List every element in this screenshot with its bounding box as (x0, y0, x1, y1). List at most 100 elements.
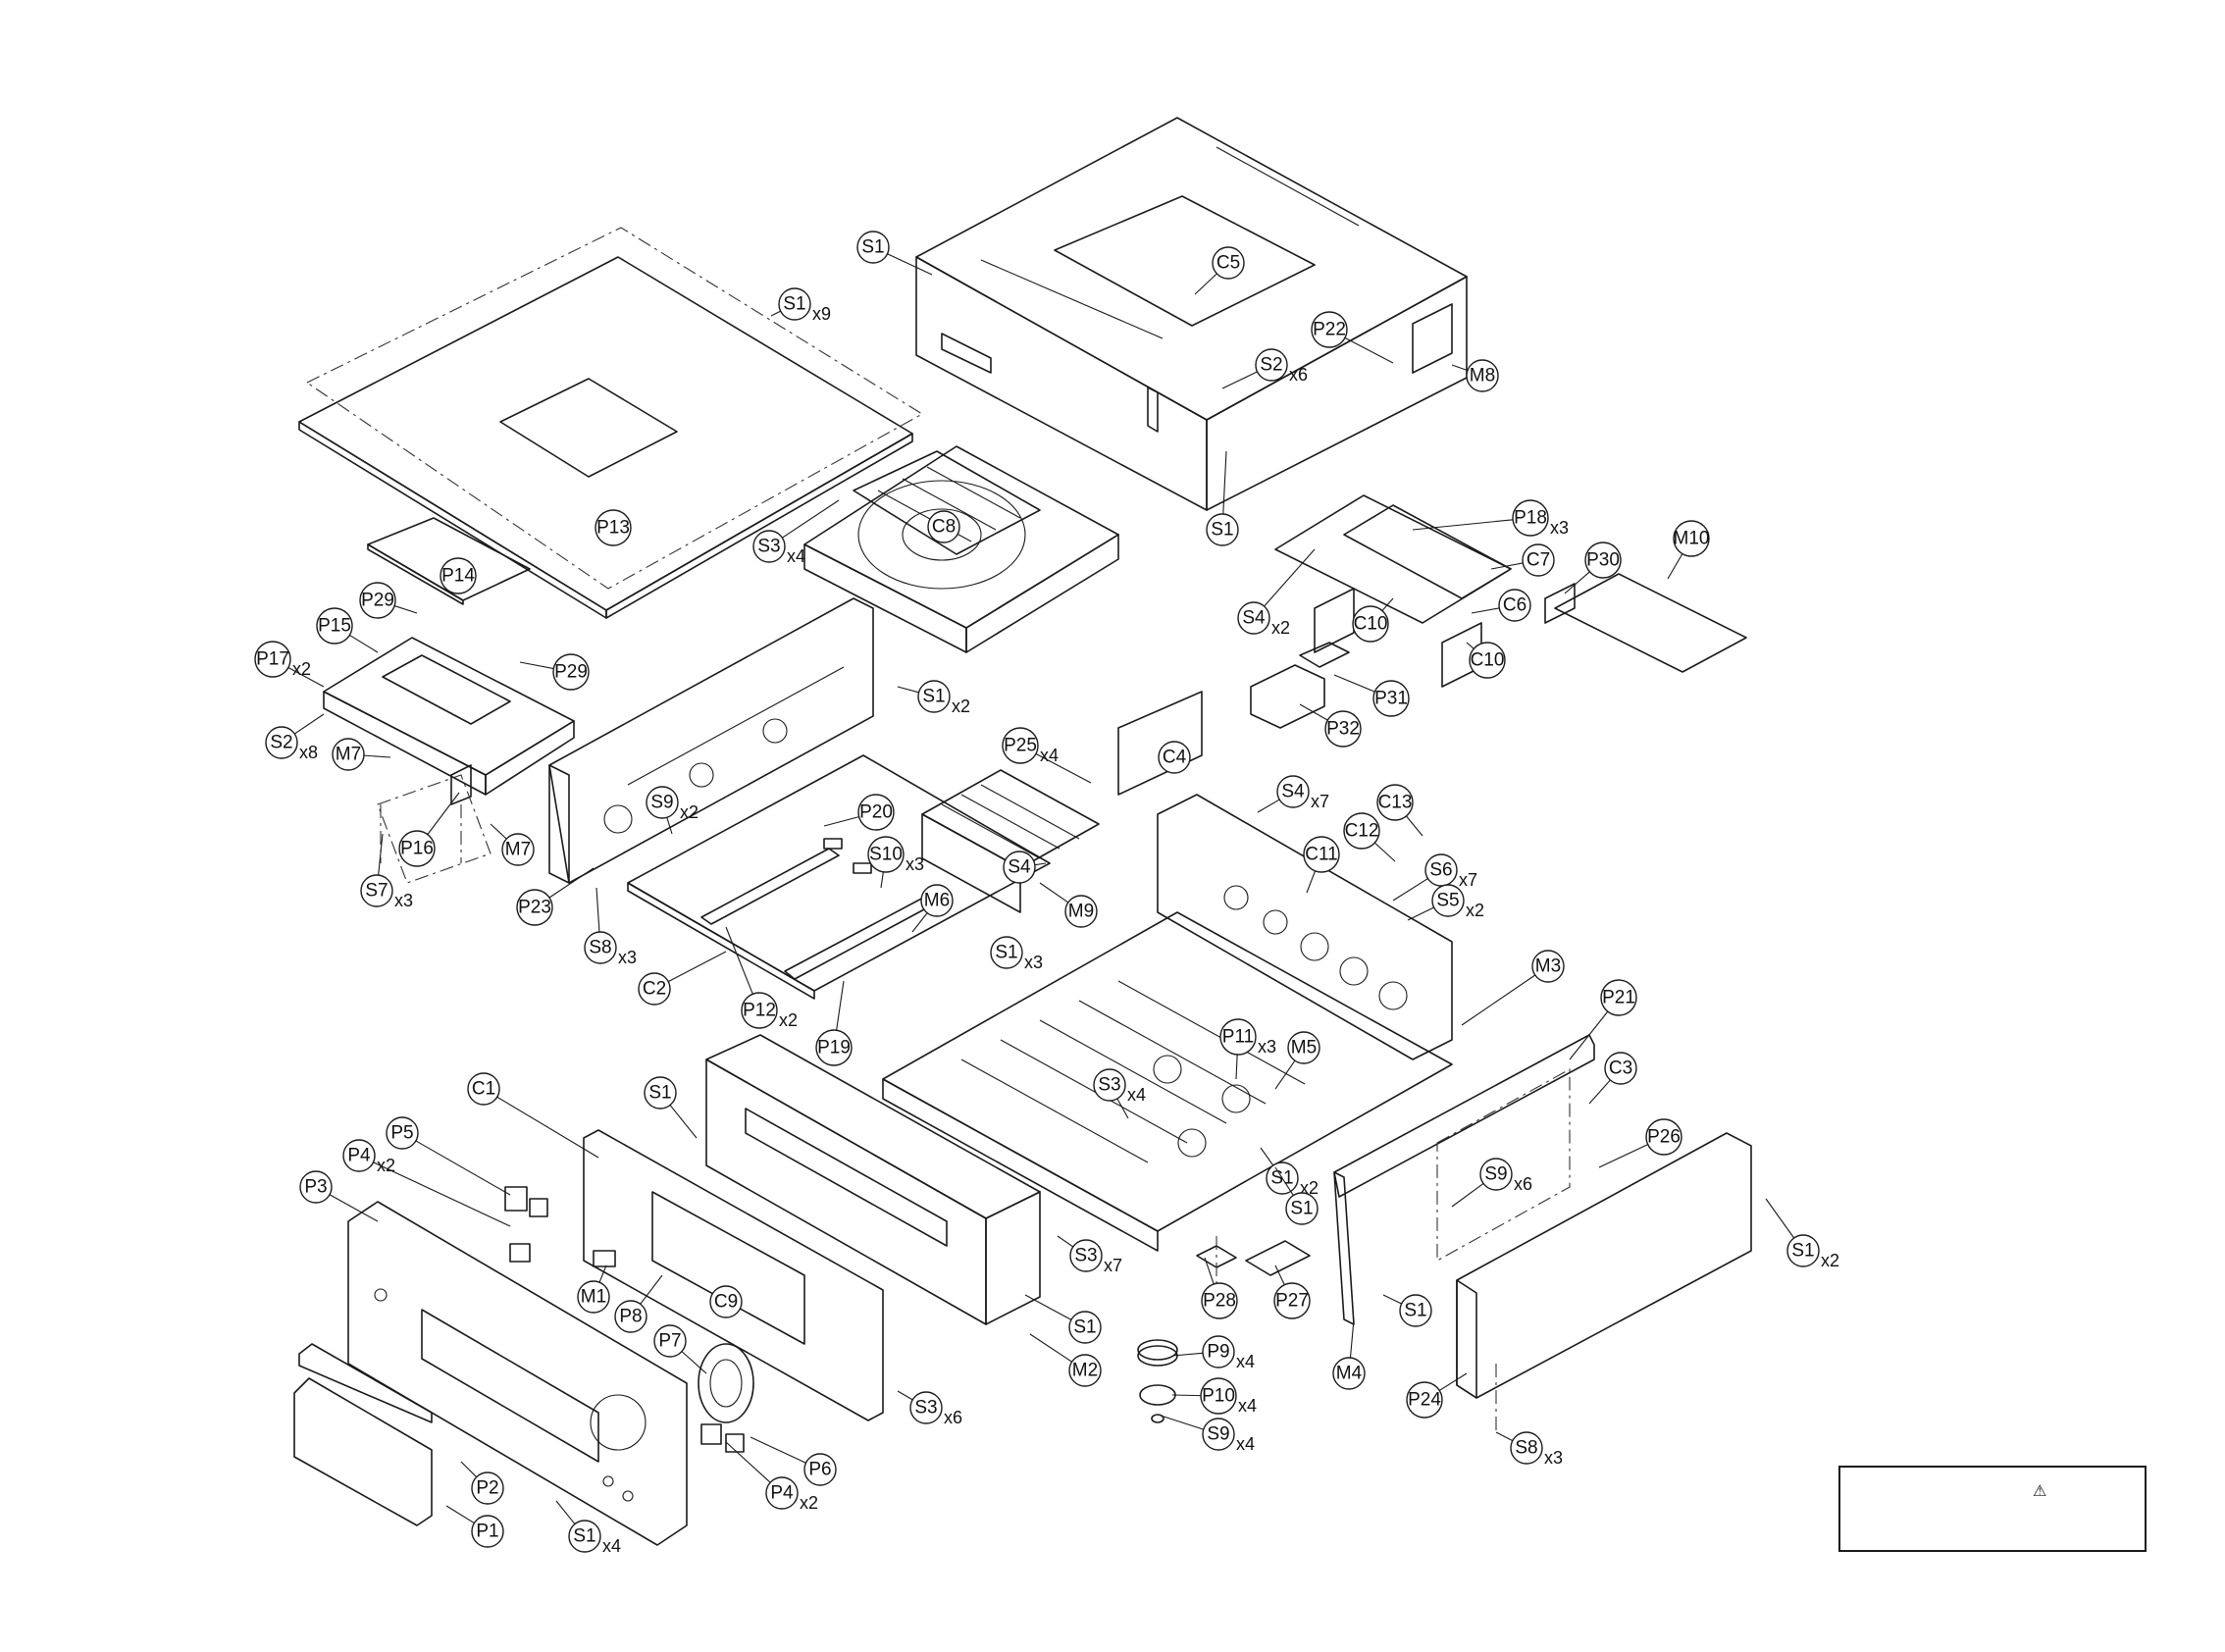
leader-line (427, 792, 460, 835)
callout-s1-top: S1 (856, 231, 933, 276)
callout-label: C10 (1354, 614, 1388, 635)
callout-m9: M9 (1039, 882, 1098, 928)
callout-label: S1 (573, 1526, 595, 1547)
rear-panel-frame (1157, 794, 1453, 1060)
callout-label: C11 (1305, 845, 1337, 865)
leader-line (415, 1140, 511, 1196)
callout-bubble (568, 1520, 601, 1553)
leader-line (1461, 974, 1536, 1026)
callout-p7: P7 (653, 1324, 707, 1374)
leader-line (548, 867, 595, 899)
side-panel-right (1333, 1034, 1595, 1325)
callout-quantity: x2 (952, 697, 970, 716)
callout-bubble (653, 1324, 687, 1358)
callout-bubble (1206, 513, 1239, 546)
callout-p6: P6 (750, 1436, 837, 1486)
callout-label: M5 (1291, 1038, 1317, 1058)
callout-bubble (1469, 642, 1506, 679)
leader-line (1057, 1235, 1074, 1248)
leader-line (1495, 1431, 1514, 1442)
callout-bubble (815, 1029, 853, 1066)
callout-label: C8 (932, 517, 956, 538)
callout-label: P13 (596, 518, 630, 539)
callout-bubble (471, 1515, 504, 1548)
callout-bubble (1512, 499, 1549, 537)
leader-line (1344, 336, 1394, 364)
callout-bubble (1466, 359, 1499, 392)
callout-bubble (316, 607, 353, 645)
callout-quantity: x4 (602, 1536, 621, 1556)
main-pcb (627, 754, 1051, 1000)
callout-p31: P31 (1333, 674, 1410, 717)
callout-quantity: x7 (1311, 792, 1329, 811)
callout-label: S4 (1242, 608, 1266, 629)
callout-quantity: x3 (906, 854, 924, 874)
callout-bubble (752, 530, 786, 563)
leader-line (1667, 553, 1683, 580)
leader-line (1598, 1144, 1648, 1168)
callout-label: S1 (1290, 1199, 1313, 1219)
callout-label: M7 (505, 840, 531, 860)
callout-p21: P21 (1569, 979, 1637, 1060)
callout-label: S4 (1281, 782, 1305, 802)
callout-quantity: x8 (299, 743, 318, 762)
cd-mechanism (803, 445, 1119, 653)
callout-bubble (909, 1391, 943, 1424)
callout-p22: P22 (1311, 311, 1394, 364)
connector-blocks (1117, 642, 1350, 796)
callout-c5: C5 (1194, 246, 1245, 295)
leader-line (897, 1390, 913, 1401)
callout-c6: C6 (1471, 589, 1531, 622)
callout-bubble (1311, 311, 1348, 348)
callout-bubble (1069, 1239, 1103, 1272)
leader-line (1029, 1333, 1072, 1363)
leader-line (1451, 1183, 1484, 1208)
callout-quantity: x2 (800, 1493, 818, 1513)
callout-bubble (1399, 1294, 1432, 1327)
leader-line (667, 951, 727, 983)
leader-line (1299, 703, 1328, 721)
callout-label: P23 (518, 898, 551, 918)
callout-bubble (1372, 680, 1410, 717)
callout-bubble (1273, 1282, 1311, 1319)
leader-line (1274, 1265, 1285, 1285)
callout-bubble (1324, 710, 1362, 748)
leader-line (887, 253, 933, 276)
leader-line (490, 823, 507, 840)
callout-m2: M2 (1029, 1333, 1102, 1387)
callout-label: P4 (347, 1146, 371, 1166)
callout-quantity: x4 (1236, 1352, 1255, 1371)
callout-bubble (644, 1076, 677, 1110)
callout-m4: M4 (1332, 1318, 1366, 1390)
callout-quantity: x9 (812, 304, 831, 324)
callout-label: M9 (1068, 902, 1094, 922)
warning-legend-box: ⚠ (1838, 1466, 2147, 1552)
leader-line (393, 605, 418, 614)
callout-p13: P13 (595, 509, 632, 546)
callout-bubble (1584, 542, 1622, 579)
leader-line (1039, 882, 1069, 903)
callout-label: S2 (1260, 355, 1282, 376)
callout-label: S3 (1098, 1075, 1120, 1096)
callout-quantity: x3 (1258, 1037, 1276, 1057)
callout-quantity: x3 (1544, 1448, 1563, 1468)
callout-label: S7 (365, 881, 388, 902)
callout-quantity: x6 (1514, 1174, 1532, 1194)
leader-line (1204, 1257, 1215, 1285)
callout-label: P30 (1586, 550, 1620, 571)
callout-s1-x4: S1 x4 (555, 1500, 621, 1556)
callout-quantity: x2 (779, 1010, 798, 1030)
leader-line (1406, 815, 1423, 837)
leader-line (911, 912, 928, 933)
leader-line (1349, 1318, 1355, 1359)
callout-bubble (1068, 1354, 1102, 1387)
callout-c8: C8 (927, 510, 960, 543)
callout-label: P6 (808, 1460, 831, 1480)
callout-label: P29 (361, 591, 394, 611)
leader-line (378, 833, 384, 876)
callout-quantity: x3 (1024, 953, 1043, 972)
